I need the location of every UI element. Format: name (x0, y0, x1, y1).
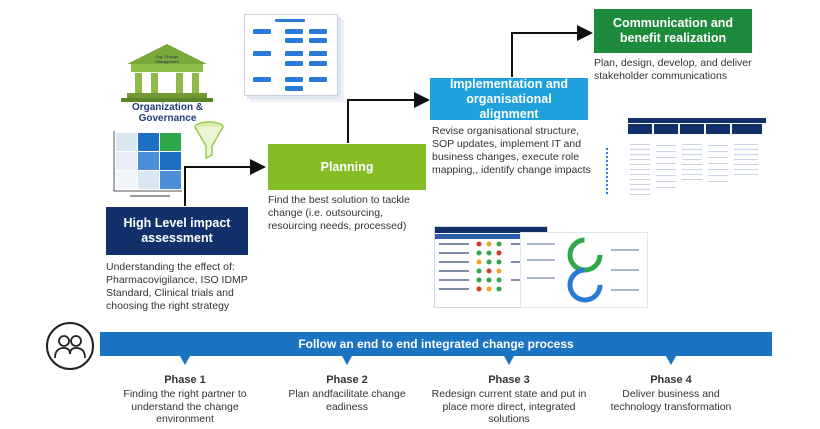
status-dashboard-thumbnail (434, 226, 648, 308)
phase-3: Phase 3 Redesign current state and put i… (426, 374, 592, 426)
process-map-thumbnail (244, 14, 338, 96)
stage-planning-desc: Find the best solution to tackle change … (268, 194, 410, 233)
stage-impact-title: High Level impact assessment (106, 207, 248, 255)
governance-building-text: Org. Change Management (155, 54, 179, 64)
funnel-icon (194, 121, 224, 160)
phase-2-title: Phase 2 (326, 374, 368, 386)
stage-implementation-desc: Revise organisational structure, SOP upd… (432, 125, 591, 177)
phase-1-title: Phase 1 (164, 374, 206, 386)
phase-2: Phase 2 Plan andfacilitate change eadine… (272, 374, 422, 413)
stage-implementation-title: Implementation and organisational alignm… (430, 77, 588, 121)
process-banner: Follow an end to end integrated change p… (100, 332, 772, 356)
people-group-icon (46, 322, 94, 370)
phase-1-desc: Finding the right partner to understand … (123, 388, 247, 426)
phase-4: Phase 4 Deliver business and technology … (596, 374, 746, 413)
stage-impact-desc: Understanding the effect of: Pharmacovig… (106, 261, 248, 313)
governance-illustration: Org. Change Management Organization & Go… (105, 42, 230, 124)
stage-communication-desc: Plan, design, develop, and deliver stake… (594, 57, 752, 83)
governance-building-icon (121, 44, 213, 102)
phase-2-desc: Plan andfacilitate change eadiness (288, 388, 406, 413)
phase-markers (180, 356, 676, 365)
arrow-planning-to-implementation (347, 92, 430, 143)
implementation-plan-thumbnail (606, 118, 766, 202)
governance-label: Organization & Governance (131, 102, 204, 124)
stage-communication-title: Communication and benefit realization (594, 9, 752, 53)
phase-3-title: Phase 3 (488, 374, 530, 386)
arrow-implementation-to-communication (511, 25, 593, 77)
phase-1: Phase 1 Finding the right partner to und… (110, 374, 260, 426)
impact-matrix-thumbnail (106, 129, 184, 197)
phase-4-desc: Deliver business and technology transfor… (610, 388, 732, 413)
phase-3-desc: Redesign current state and put in place … (431, 388, 587, 426)
arrow-impact-to-planning (184, 159, 266, 206)
stage-planning-title: Planning (268, 144, 426, 190)
phase-4-title: Phase 4 (650, 374, 692, 386)
matrix-graphic (113, 131, 182, 197)
